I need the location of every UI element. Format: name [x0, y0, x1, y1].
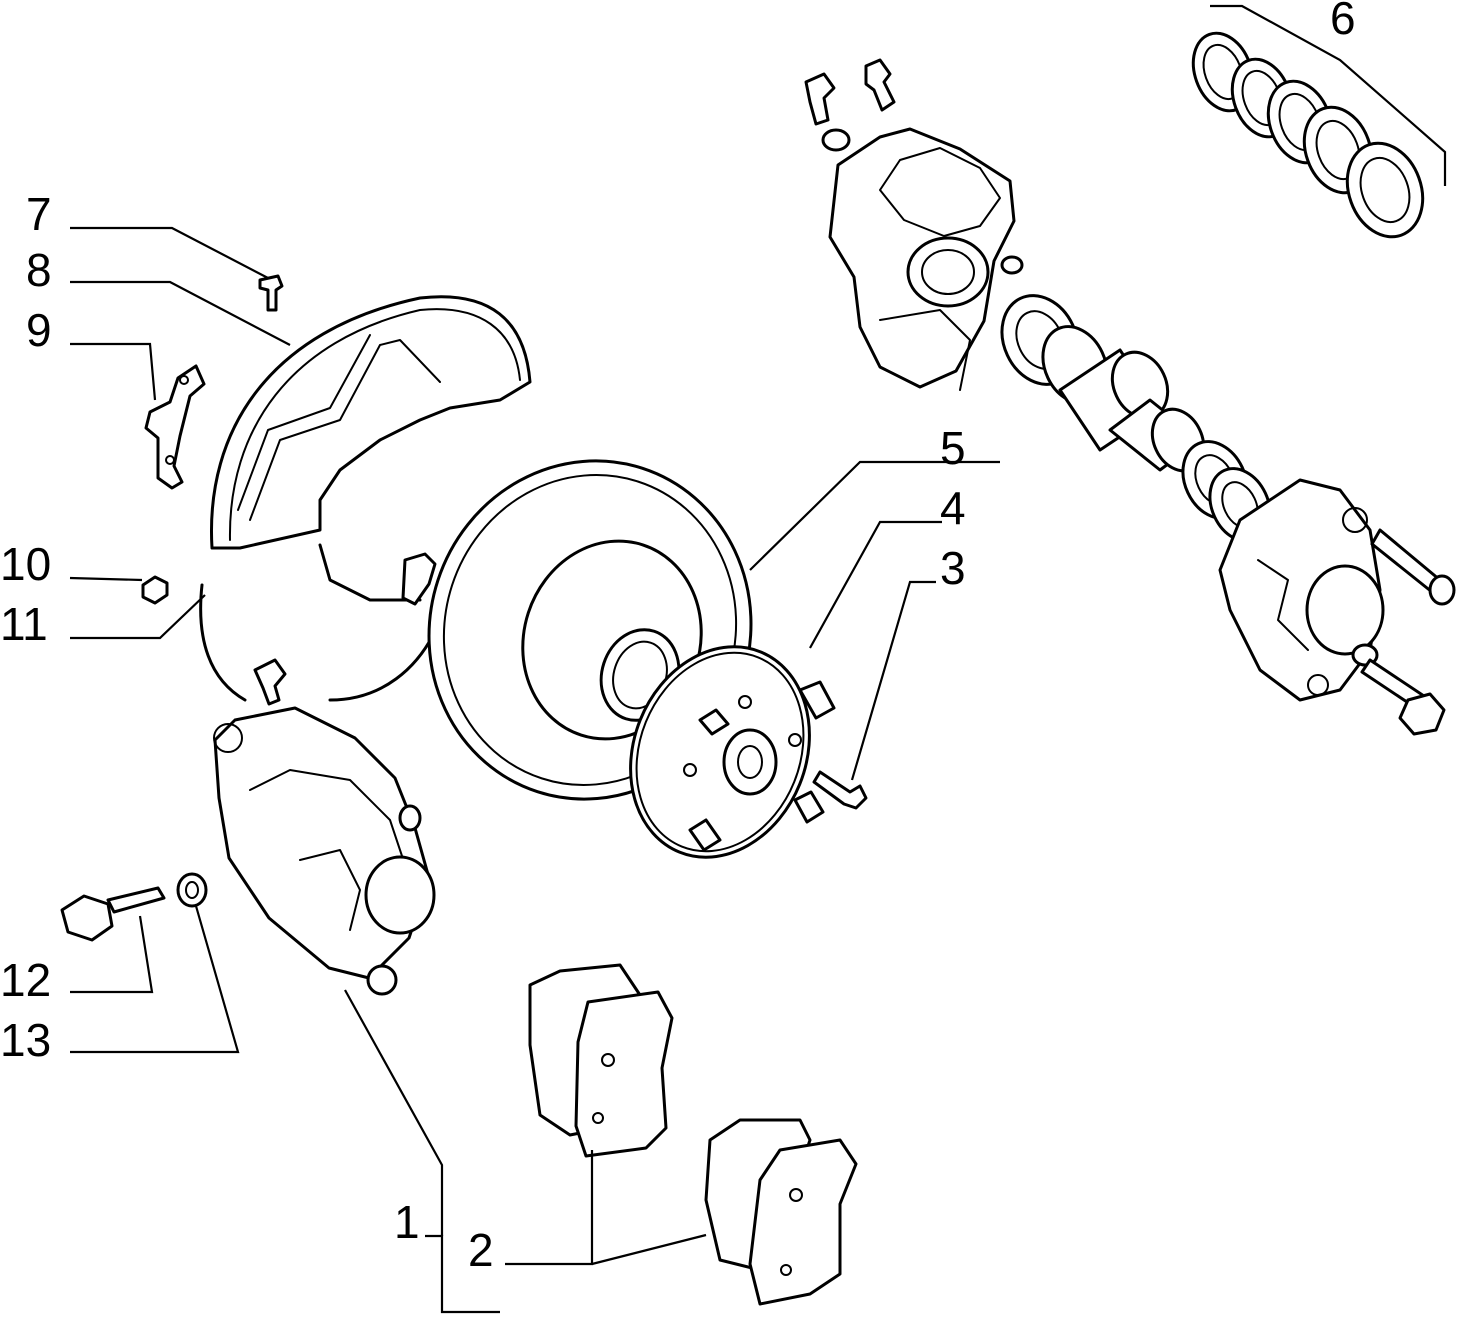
bolt-part	[60, 886, 166, 942]
part-labels: 6 7 8 9 5 4 3 10 11 12 13 1 2	[0, 0, 1356, 1276]
bracket-part	[144, 364, 206, 490]
seal-kit-part	[1191, 31, 1425, 239]
caliper-assembly-part	[213, 658, 436, 996]
part-label-7: 7	[26, 188, 52, 240]
piston-seal-chain	[1000, 294, 1272, 543]
leader-lines	[69, 4, 1447, 1314]
part-label-2: 2	[468, 1224, 494, 1276]
nut-part	[141, 575, 169, 605]
part-label-10: 10	[0, 538, 51, 590]
part-label-13: 13	[0, 1014, 51, 1066]
part-label-6: 6	[1330, 0, 1356, 44]
washer-part	[176, 872, 208, 908]
wheel-stud-part	[812, 770, 868, 810]
part-label-11: 11	[0, 598, 48, 650]
part-label-3: 3	[940, 542, 966, 594]
part-label-9: 9	[26, 304, 52, 356]
part-label-12: 12	[0, 954, 51, 1006]
brake-pads-part	[528, 963, 858, 1306]
part-label-1: 1	[394, 1196, 420, 1248]
caliper-exploded-right	[1218, 478, 1456, 736]
dust-shield-part	[199, 295, 532, 702]
caliper-exploded-upper	[804, 58, 1024, 391]
part-label-5: 5	[940, 422, 966, 474]
hub-part	[629, 645, 836, 859]
part-label-4: 4	[940, 482, 966, 534]
screw-part	[258, 274, 284, 312]
part-label-8: 8	[26, 244, 52, 296]
